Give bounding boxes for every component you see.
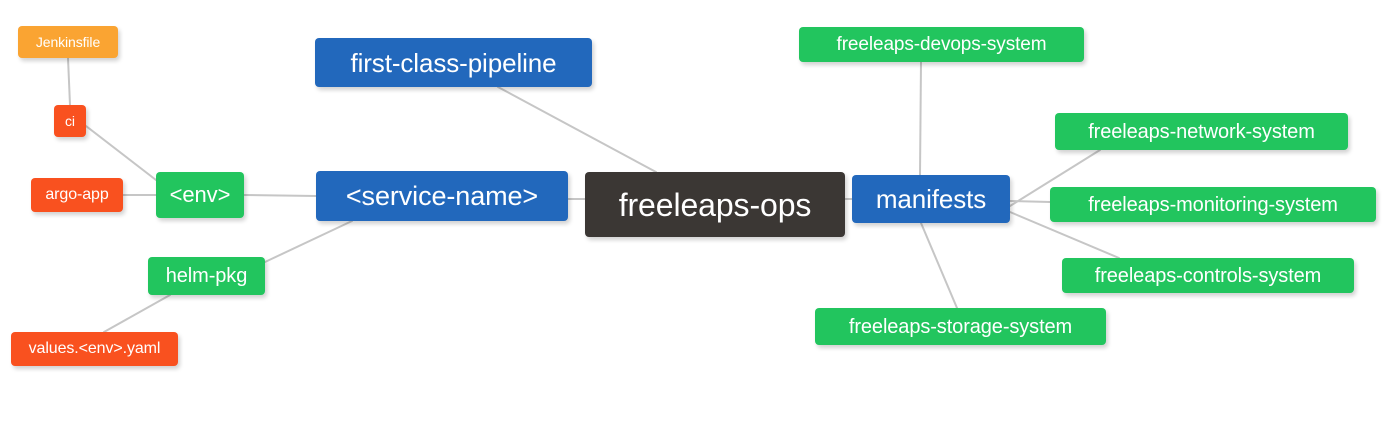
edge-first-class-pipeline-to-freeleaps-ops [497,86,657,173]
edge-helm-pkg-to-values-yaml [103,294,171,333]
node-jenkinsfile[interactable]: Jenkinsfile [18,26,118,58]
node-freeleaps-devops-system[interactable]: freeleaps-devops-system [799,27,1084,62]
edge-manifests-to-freeleaps-storage-system [920,222,958,309]
node-freeleaps-monitoring-system[interactable]: freeleaps-monitoring-system [1050,187,1376,222]
node-manifests[interactable]: manifests [852,175,1010,223]
edge-env-to-service-name [243,194,317,197]
edge-jenkinsfile-to-ci [67,57,71,106]
node-service-name[interactable]: <service-name> [316,171,568,221]
node-helm-pkg[interactable]: helm-pkg [148,257,265,295]
edge-service-name-to-helm-pkg [264,220,353,263]
node-freeleaps-network-system[interactable]: freeleaps-network-system [1055,113,1348,150]
node-values-yaml[interactable]: values.<env>.yaml [11,332,178,366]
edge-manifests-to-freeleaps-monitoring-system [1009,200,1051,203]
edge-manifests-to-freeleaps-devops-system [919,61,922,176]
node-freeleaps-ops[interactable]: freeleaps-ops [585,172,845,237]
node-env[interactable]: <env> [156,172,244,218]
node-freeleaps-controls-system[interactable]: freeleaps-controls-system [1062,258,1354,293]
node-freeleaps-storage-system[interactable]: freeleaps-storage-system [815,308,1106,345]
node-argo-app[interactable]: argo-app [31,178,123,212]
node-first-class-pipeline[interactable]: first-class-pipeline [315,38,592,87]
node-ci[interactable]: ci [54,105,86,137]
edge-ci-to-env [85,125,157,181]
